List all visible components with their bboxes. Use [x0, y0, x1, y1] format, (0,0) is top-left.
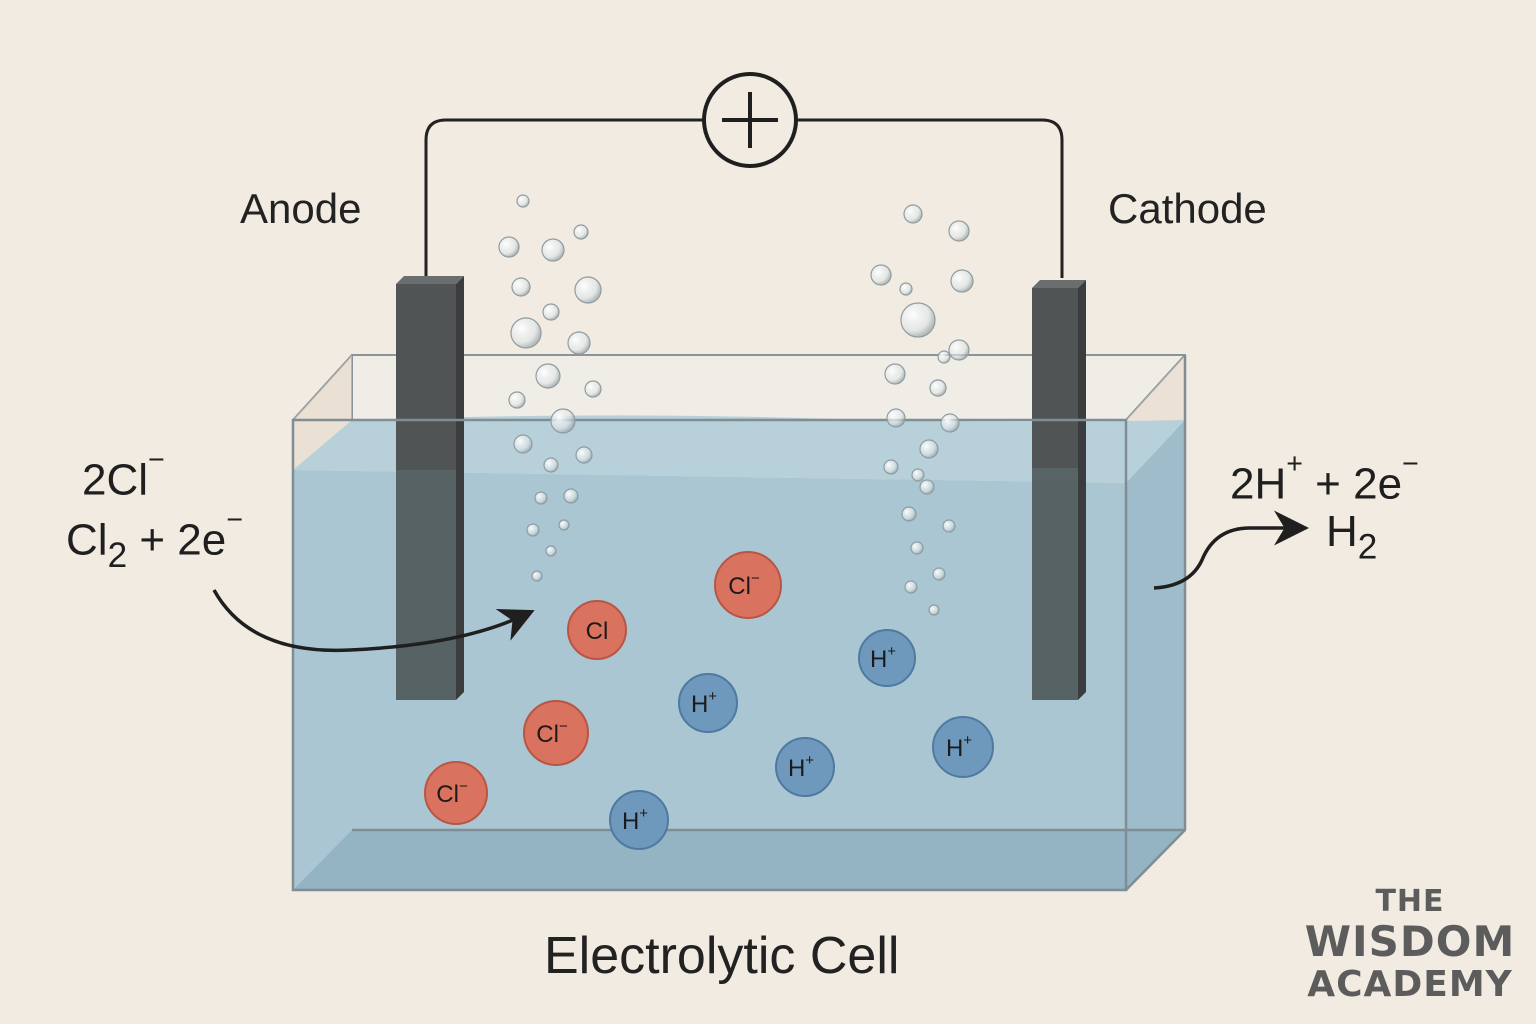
gas-bubble	[510, 317, 542, 349]
anode-electrode	[396, 276, 464, 700]
gas-bubble	[886, 408, 906, 428]
ion-label: Cl−	[728, 570, 760, 600]
gas-bubble	[884, 363, 906, 385]
gas-bubble	[508, 391, 526, 409]
hydrogen-ion: H+	[609, 790, 669, 850]
anode-label: Anode	[240, 185, 362, 232]
chloride-ion: Cl	[567, 600, 627, 660]
gas-bubble	[904, 580, 918, 594]
gas-bubble	[932, 567, 946, 581]
gas-bubble	[919, 439, 939, 459]
cathode-label: Cathode	[1108, 185, 1267, 232]
gas-bubble	[513, 434, 533, 454]
chloride-ion: Cl−	[714, 551, 782, 619]
gas-bubble	[542, 303, 560, 321]
gas-bubble	[948, 339, 970, 361]
gas-bubble	[526, 523, 540, 537]
gas-bubble	[900, 302, 936, 338]
anode-reaction-reactant: 2Cl−	[82, 444, 165, 505]
gas-bubble	[910, 541, 924, 555]
gas-bubble	[541, 238, 565, 262]
gas-bubble	[563, 488, 579, 504]
hydrogen-ion: H+	[678, 673, 738, 733]
diagram-caption: Electrolytic Cell	[544, 927, 900, 985]
gas-bubble	[550, 408, 576, 434]
hydrogen-ion: H+	[858, 629, 916, 687]
gas-bubble	[543, 457, 559, 473]
gas-bubble	[937, 350, 951, 364]
gas-bubble	[516, 194, 530, 208]
power-source-icon	[702, 72, 798, 168]
hydrogen-ion: H+	[775, 737, 835, 797]
gas-bubble	[928, 604, 940, 616]
gas-bubble	[950, 269, 974, 293]
gas-bubble	[558, 519, 570, 531]
tank-front	[291, 355, 1187, 892]
gas-bubble	[567, 331, 591, 355]
gas-bubble	[511, 277, 531, 297]
cathode-reaction-product: H2	[1326, 507, 1378, 567]
gas-bubble	[919, 479, 935, 495]
anode-reaction-product: Cl2 + 2e−	[66, 504, 243, 576]
cathode-reaction-reactant: 2H+ + 2e−	[1230, 448, 1419, 509]
gas-bubble	[911, 468, 925, 482]
gas-bubble	[942, 519, 956, 533]
gas-bubble	[903, 204, 923, 224]
hydrogen-ion: H+	[932, 716, 994, 778]
gas-bubble	[545, 545, 557, 557]
gas-bubble	[940, 413, 960, 433]
gas-bubble	[899, 282, 913, 296]
gas-bubble	[573, 224, 589, 240]
gas-bubble	[534, 491, 548, 505]
circuit-wire	[424, 118, 1064, 278]
logo: THE WISDOM ACADEMY	[1304, 884, 1516, 1005]
cathode-electrode	[1032, 280, 1086, 700]
gas-bubble	[498, 236, 520, 258]
gas-bubble	[584, 380, 602, 398]
gas-bubble	[883, 459, 899, 475]
ion-label: Cl	[586, 618, 609, 645]
gas-bubbles	[498, 194, 974, 616]
cathode-reaction-arrow	[1153, 510, 1309, 590]
gas-bubble	[870, 264, 892, 286]
gas-bubble	[575, 446, 593, 464]
gas-bubble	[574, 276, 602, 304]
gas-bubble	[929, 379, 947, 397]
chloride-ion: Cl−	[424, 761, 488, 825]
gas-bubble	[948, 220, 970, 242]
gas-bubble	[901, 506, 917, 522]
gas-bubble	[531, 570, 543, 582]
gas-bubble	[535, 363, 561, 389]
chloride-ion: Cl−	[523, 700, 589, 766]
anode-reaction-arrow	[212, 589, 535, 653]
